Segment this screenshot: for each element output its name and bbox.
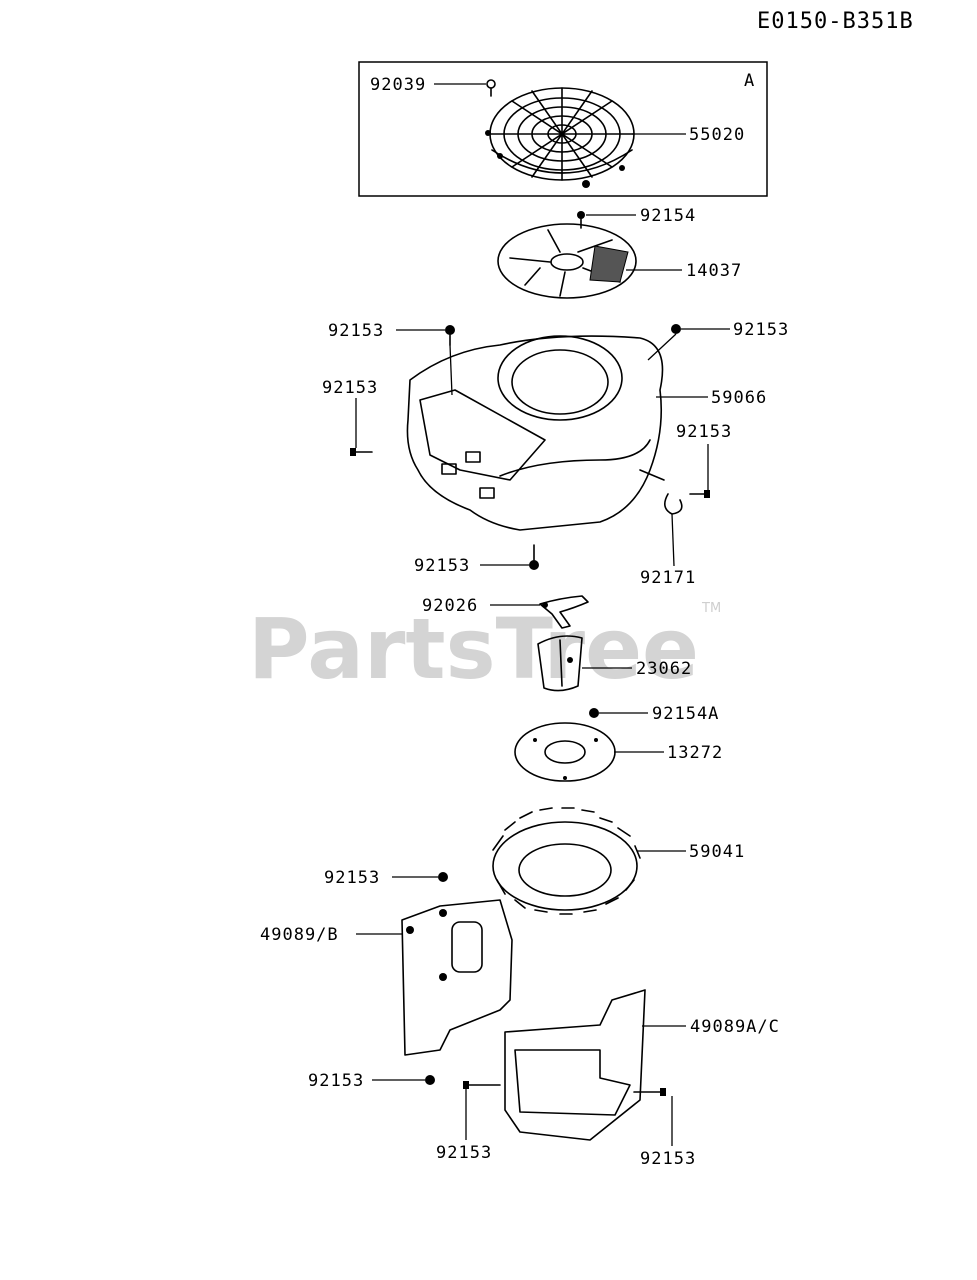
label-49089ac[interactable]: 49089A/C [690, 1017, 780, 1037]
label-13272[interactable]: 13272 [667, 743, 723, 763]
label-92153-left-side[interactable]: 92153 [322, 378, 378, 398]
part-59066-blower-housing[interactable] [406, 335, 665, 531]
label-92154[interactable]: 92154 [640, 206, 696, 226]
part-23062-guide[interactable] [537, 635, 583, 692]
part-13272-plate[interactable] [514, 722, 616, 782]
part-92153-screw-mid-left[interactable] [438, 872, 448, 882]
diagram-code: E0150-B351B [757, 9, 914, 34]
part-92153-screw-bottom-right[interactable] [633, 1088, 666, 1096]
inset-box [358, 61, 768, 197]
part-92153-screw-left-side[interactable] [350, 448, 373, 456]
part-59041-fan[interactable] [492, 807, 641, 915]
leader-lines [355, 83, 730, 1146]
label-92153-bottom-center[interactable]: 92153 [436, 1143, 492, 1163]
part-92171-clamp[interactable] [664, 493, 683, 515]
part-14037-rotating-screen[interactable] [497, 223, 637, 299]
label-92039[interactable]: 92039 [370, 75, 426, 95]
label-92171[interactable]: 92171 [640, 568, 696, 588]
label-92153-bottom-right[interactable]: 92153 [640, 1149, 696, 1169]
part-92153-screw-bottom-left[interactable] [425, 1075, 435, 1085]
label-59066[interactable]: 59066 [711, 388, 767, 408]
label-55020[interactable]: 55020 [689, 125, 745, 145]
part-92153-screw-bottom-center[interactable] [463, 1081, 501, 1089]
part-55020-screen[interactable] [485, 87, 635, 188]
watermark-trademark: TM [701, 601, 721, 616]
label-92153-bottom-left[interactable]: 92153 [308, 1071, 364, 1091]
label-92153-mid-left[interactable]: 92153 [324, 868, 380, 888]
label-92153-upper-left[interactable]: 92153 [328, 321, 384, 341]
part-92026-plate[interactable] [539, 595, 589, 629]
part-92154a-screw[interactable] [589, 708, 599, 718]
part-92153-screw-right-side[interactable] [689, 490, 710, 498]
label-23062[interactable]: 23062 [636, 659, 692, 679]
watermark-text: PartsTree [248, 600, 699, 698]
label-92153-right-side[interactable]: 92153 [676, 422, 732, 442]
label-14037[interactable]: 14037 [686, 261, 742, 281]
part-49089ac-cover[interactable] [504, 989, 646, 1141]
part-92153-screw-upper-left[interactable] [445, 325, 455, 346]
part-92039-screw[interactable] [486, 79, 496, 97]
label-59041[interactable]: 59041 [689, 842, 745, 862]
label-92153-bottom-housing[interactable]: 92153 [414, 556, 470, 576]
part-92154-screw[interactable] [577, 211, 585, 229]
inset-box-letter: A [744, 71, 755, 91]
part-92153-screw-bottom-housing[interactable] [529, 544, 539, 570]
label-92026[interactable]: 92026 [422, 596, 478, 616]
label-92153-upper-right[interactable]: 92153 [733, 320, 789, 340]
part-49089b-cover[interactable] [401, 899, 513, 1056]
label-92154a[interactable]: 92154A [652, 704, 719, 724]
part-92153-screw-upper-right[interactable] [671, 324, 681, 334]
label-49089b[interactable]: 49089/B [260, 925, 339, 945]
